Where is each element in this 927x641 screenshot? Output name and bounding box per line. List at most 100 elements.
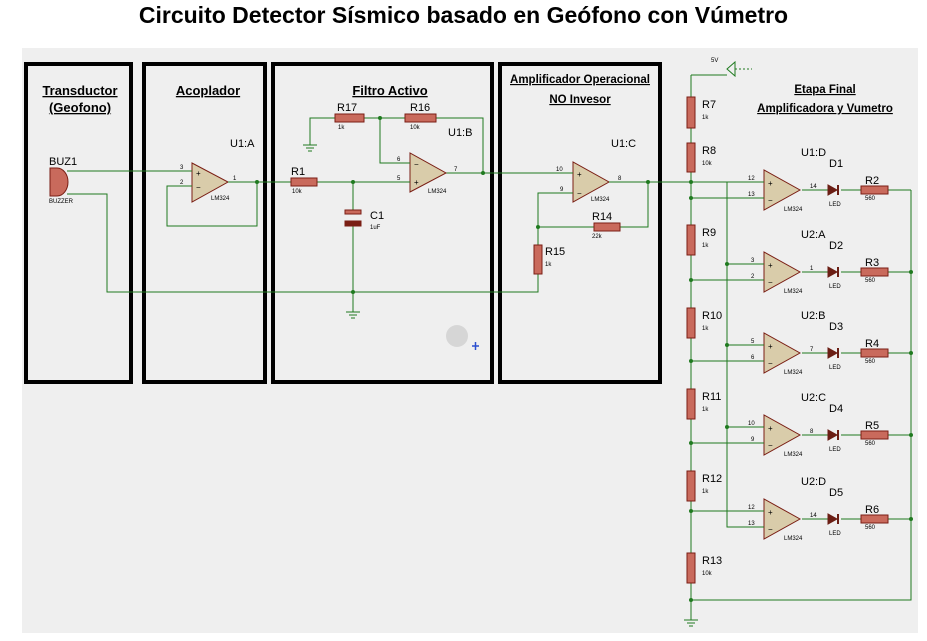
resistor-ref: R1 xyxy=(291,166,305,178)
opamp-type: LM324 xyxy=(784,370,803,376)
resistor-ref: R7 xyxy=(702,99,716,111)
supply-icon: 5V xyxy=(711,58,752,78)
resistor-r7 xyxy=(686,96,696,129)
leds: D1 LED D2 LED D3 LED D4 LED D5 LED xyxy=(827,158,843,537)
led-ref: D4 xyxy=(829,403,843,415)
opamp-type: LM324 xyxy=(211,196,230,202)
resistor-value: 10k xyxy=(702,571,713,577)
svg-text:+: + xyxy=(768,342,773,351)
resistor-value: 1k xyxy=(702,115,709,121)
pin-label: 14 xyxy=(810,513,817,519)
opamp-ref: U1:A xyxy=(230,138,255,150)
resistor-ref: R17 xyxy=(337,102,357,114)
resistor-value: 560 xyxy=(865,441,876,447)
resistor-r12 xyxy=(686,470,696,502)
opamp-ref: U1:B xyxy=(448,127,472,139)
resistor-value: 10k xyxy=(292,189,303,195)
svg-text:−: − xyxy=(768,278,773,287)
pin-label: 9 xyxy=(751,437,755,443)
pin-label: 6 xyxy=(751,355,755,361)
resistor-value: 560 xyxy=(865,525,876,531)
svg-text:−: − xyxy=(196,183,201,192)
opamp-type: LM324 xyxy=(784,452,803,458)
resistor-ref: R9 xyxy=(702,227,716,239)
resistor-r5 xyxy=(860,430,889,440)
resistor-value: 1k xyxy=(702,407,709,413)
resistor-ref: R13 xyxy=(702,555,722,567)
block-title-transductor: Transductor xyxy=(42,83,117,98)
opamp-u1d: + − U1:D 12 13 14 LM324 xyxy=(748,147,826,213)
resistor-ref: R8 xyxy=(702,145,716,157)
capacitor-value: 1uF xyxy=(370,225,381,231)
resistor-r9 xyxy=(686,224,696,256)
svg-text:+: + xyxy=(768,424,773,433)
svg-text:+: + xyxy=(196,169,201,178)
opamp-ref: U2:A xyxy=(801,229,826,241)
svg-text:−: − xyxy=(768,359,773,368)
led-d5: D5 LED xyxy=(827,487,843,537)
opamp-u1b: − + U1:B 6 5 7 LM324 xyxy=(397,127,472,195)
opamp-ref: U2:B xyxy=(801,310,825,322)
resistor-value: 10k xyxy=(702,161,713,167)
block-title-filtro: Filtro Activo xyxy=(352,83,427,98)
opamp-u1c: + − U1:C 10 9 8 LM324 xyxy=(556,138,636,203)
pin-label: 10 xyxy=(556,167,563,173)
svg-text:+: + xyxy=(768,508,773,517)
block-subtitle-etapa-final: Amplificadora y Vumetro xyxy=(757,103,893,115)
resistor-r2 xyxy=(860,185,889,195)
resistor-r17 xyxy=(334,113,365,123)
resistor-r10 xyxy=(686,307,696,339)
opamp-type: LM324 xyxy=(784,536,803,542)
resistor-ref: R16 xyxy=(410,102,430,114)
pin-label: 3 xyxy=(180,165,184,171)
pin-label: 6 xyxy=(397,157,401,163)
led-d4: D4 LED xyxy=(827,403,843,453)
block-frame-acoplador xyxy=(142,62,267,384)
resistors: R1 10k R17 1k R16 10k R14 22k R2 560 R3 … xyxy=(290,96,889,584)
buzzer-type: BUZZER xyxy=(49,199,74,205)
resistor-ref: R12 xyxy=(702,473,722,485)
pin-label: 8 xyxy=(618,176,622,182)
opamp-u2d: + − U2:D 12 13 14 LM324 xyxy=(748,476,826,542)
led-type: LED xyxy=(829,284,841,290)
pin-label: 13 xyxy=(748,192,755,198)
led-ref: D5 xyxy=(829,487,843,499)
cursor-icon xyxy=(446,325,479,350)
pin-label: 8 xyxy=(810,429,814,435)
led-d1: D1 LED xyxy=(827,158,843,208)
pin-label: 13 xyxy=(748,521,755,527)
block-subtitle-transductor: (Geofono) xyxy=(49,100,111,115)
pin-label: 5 xyxy=(397,176,401,182)
resistor-ref: R5 xyxy=(865,420,879,432)
led-type: LED xyxy=(829,447,841,453)
svg-text:+: + xyxy=(414,178,419,187)
block-frame-transductor xyxy=(24,62,133,384)
resistor-value: 10k xyxy=(410,125,421,131)
block-title-amplificador: Amplificador Operacional xyxy=(510,74,650,86)
opamp-u2a: + − U2:A 3 2 1 LM324 xyxy=(750,229,826,295)
svg-text:−: − xyxy=(768,441,773,450)
resistor-r8 xyxy=(686,142,696,173)
opamp-ref: U1:C xyxy=(611,138,636,150)
led-d2: D2 LED xyxy=(827,240,843,290)
led-d3: D3 LED xyxy=(827,321,843,371)
resistor-value: 1k xyxy=(702,243,709,249)
ground-icon xyxy=(303,144,698,627)
capacitor-c1: C1 1uF xyxy=(344,209,384,231)
svg-text:+: + xyxy=(577,170,582,179)
led-type: LED xyxy=(829,531,841,537)
svg-text:−: − xyxy=(768,196,773,205)
resistor-value: 1k xyxy=(702,326,709,332)
resistor-value: 1k xyxy=(702,489,709,495)
pin-label: 7 xyxy=(810,347,814,353)
opamp-ref: U1:D xyxy=(801,147,826,159)
resistor-value: 1k xyxy=(338,125,345,131)
pin-label: 14 xyxy=(810,184,817,190)
capacitor-ref: C1 xyxy=(370,210,384,222)
led-type: LED xyxy=(829,202,841,208)
resistor-value: 560 xyxy=(865,196,876,202)
block-title-etapa-final: Etapa Final xyxy=(794,84,855,96)
pin-label: 2 xyxy=(751,274,755,280)
pin-label: 1 xyxy=(810,266,814,272)
resistor-r14 xyxy=(593,222,621,232)
